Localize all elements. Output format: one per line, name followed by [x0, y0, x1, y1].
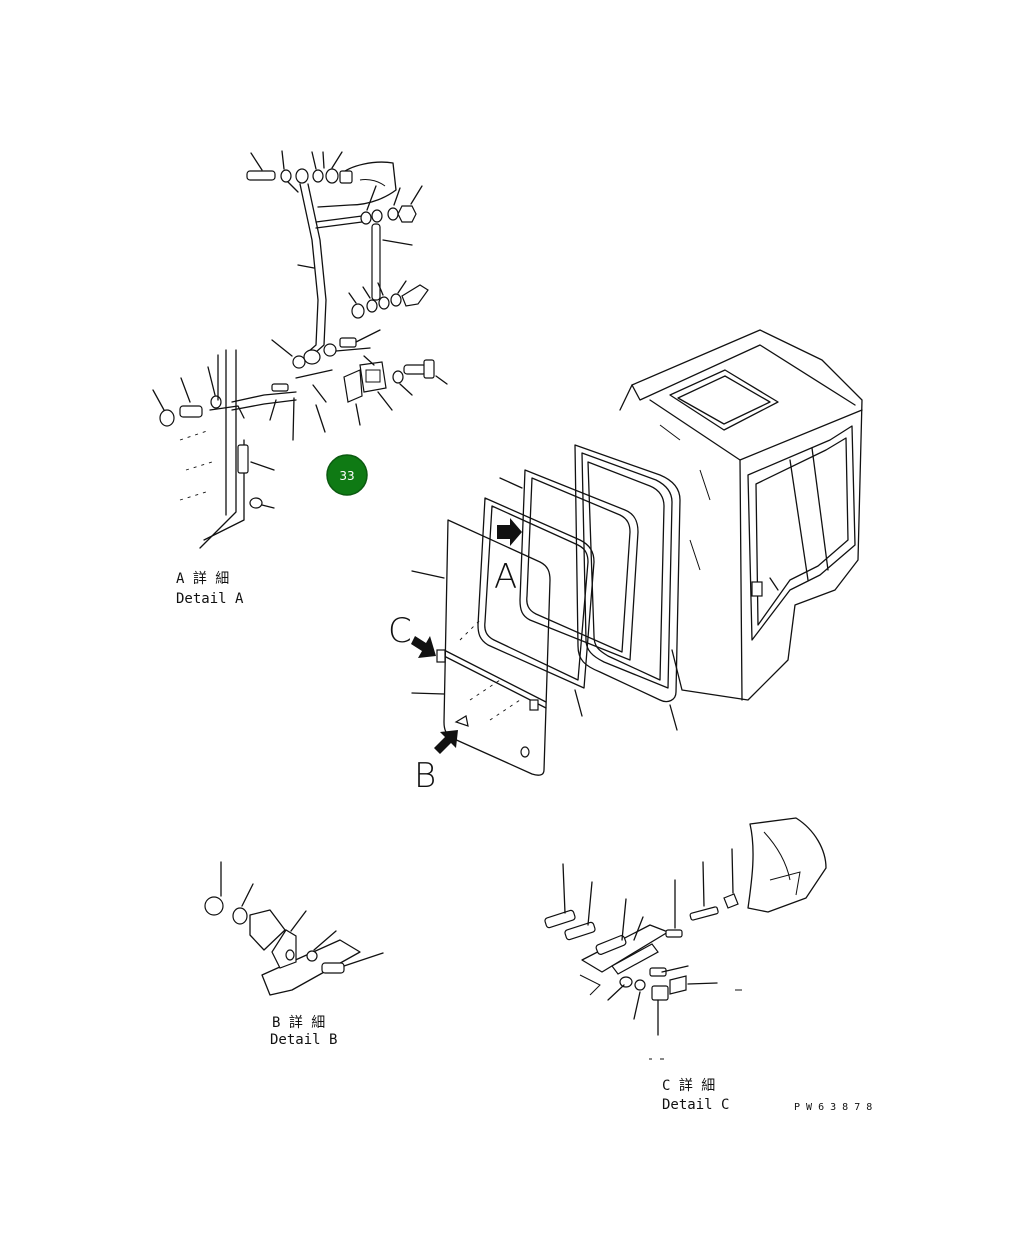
detail-c-title-ja: C 詳 細: [662, 1078, 715, 1094]
reference-badge[interactable]: 33: [326, 454, 368, 496]
detail-a-title-ja: A 詳 細: [176, 571, 229, 587]
detail-c-title-en: Detail C: [662, 1097, 729, 1113]
detail-c-assembly: C 詳 細 Detail C P W 6 3 8 7 8: [544, 817, 872, 1113]
drawing-number: P W 6 3 8 7 8: [794, 1102, 872, 1113]
callout-arrow-a: [497, 518, 522, 546]
callout-arrow-c: [411, 636, 436, 658]
detail-a-assembly: 33 A 詳 細 Detail A: [152, 150, 448, 607]
detail-b-title-ja: B 詳 細: [272, 1015, 325, 1031]
cab-assembly: A C B: [388, 329, 863, 796]
callout-label-b: B: [414, 756, 436, 796]
callout-arrow-b: [434, 730, 458, 754]
callout-label-a: A: [494, 557, 517, 597]
callout-label-c: C: [388, 611, 412, 651]
detail-a-title-en: Detail A: [176, 591, 244, 607]
detail-b-assembly: B 詳 細 Detail B: [204, 861, 384, 1048]
reference-badge-label: 33: [339, 469, 354, 483]
detail-b-title-en: Detail B: [270, 1032, 337, 1048]
